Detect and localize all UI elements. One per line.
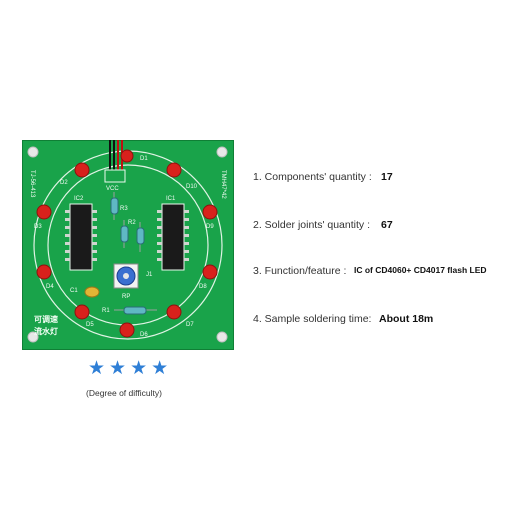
label-left-edge: TJ-56-413 bbox=[29, 170, 35, 198]
label-r1: R1 bbox=[102, 308, 110, 314]
label-ic1: IC1 bbox=[166, 196, 176, 202]
spec-function-value: IC of CD4060+ CD4017 flash LED bbox=[354, 265, 487, 275]
difficulty-stars: ★★★★ bbox=[88, 358, 173, 379]
label-chinese-1: 可调速 bbox=[34, 314, 58, 324]
spec-components-value: 17 bbox=[381, 171, 393, 183]
spec-soldering-time-label: 4. Sample soldering time: bbox=[253, 313, 372, 325]
label-right-edge: TMH47*42 bbox=[220, 170, 226, 199]
label-r3: R3 bbox=[120, 206, 128, 212]
label-d9: D9 bbox=[206, 224, 214, 230]
pcb-board-image: D1 D2 D3 D4 D5 D6 D7 D8 D9 D10 IC1 IC2 V… bbox=[22, 140, 234, 350]
label-vcc: VCC bbox=[106, 186, 119, 192]
spec-soldering-time-value: About 18m bbox=[379, 313, 434, 325]
label-ic2: IC2 bbox=[74, 196, 84, 202]
spec-soldering-time: 4. Sample soldering time: About 18m bbox=[253, 313, 433, 325]
label-d10: D10 bbox=[186, 184, 198, 190]
spec-solder-joints: 2. Solder joints' quantity : 67 bbox=[253, 219, 393, 231]
label-chinese-2: 流水灯 bbox=[34, 326, 58, 336]
label-d4: D4 bbox=[46, 284, 54, 290]
spec-solder-joints-value: 67 bbox=[381, 219, 393, 231]
label-d7: D7 bbox=[186, 322, 194, 328]
label-d5: D5 bbox=[86, 322, 94, 328]
label-c1: C1 bbox=[70, 288, 78, 294]
spec-function: 3. Function/feature : IC of CD4060+ CD40… bbox=[253, 265, 487, 277]
label-d6: D6 bbox=[140, 332, 148, 338]
label-r2: R2 bbox=[128, 220, 136, 226]
spec-components: 1. Components' quantity : 17 bbox=[253, 171, 393, 183]
spec-solder-joints-label: 2. Solder joints' quantity : bbox=[253, 219, 370, 231]
label-d1: D1 bbox=[140, 156, 148, 162]
label-rp: RP bbox=[122, 294, 130, 300]
label-d3: D3 bbox=[34, 224, 42, 230]
difficulty-label: (Degree of difficulty) bbox=[86, 388, 162, 398]
label-d8: D8 bbox=[199, 284, 207, 290]
spec-function-label: 3. Function/feature : bbox=[253, 265, 347, 277]
label-j1: J1 bbox=[146, 272, 153, 278]
label-d2: D2 bbox=[60, 180, 68, 186]
spec-components-label: 1. Components' quantity : bbox=[253, 171, 372, 183]
